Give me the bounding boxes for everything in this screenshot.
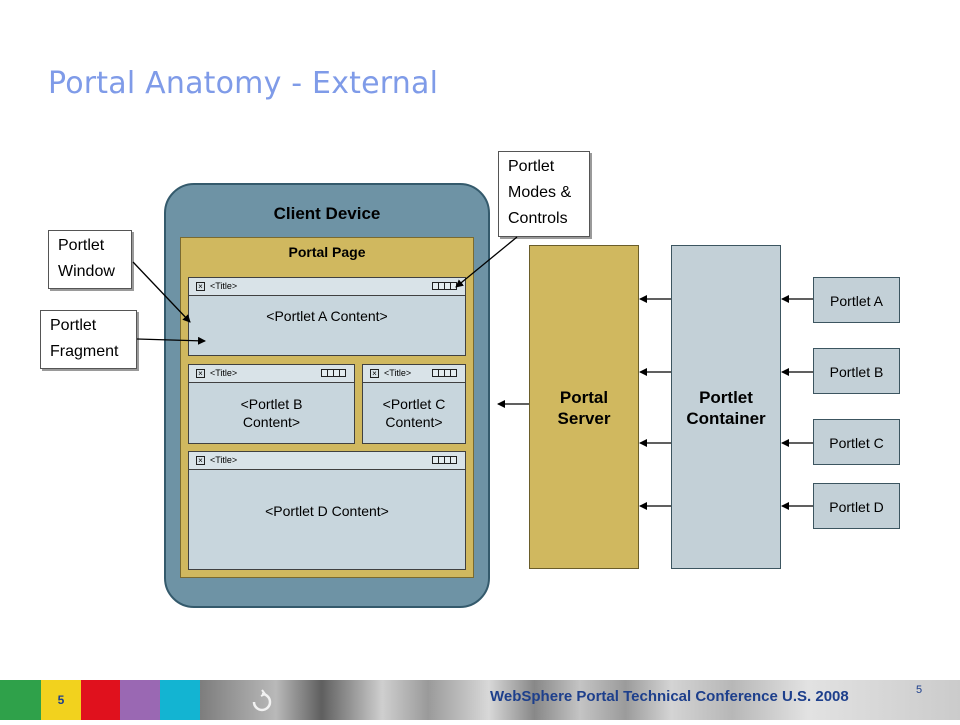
callout-fragment-line-2: Fragment	[50, 343, 119, 360]
portal-server-line-2: Server	[557, 409, 611, 428]
portlet-b-box: Portlet B	[813, 348, 900, 394]
portlet-container-line-2: Container	[686, 409, 766, 428]
window-controls-icon	[432, 456, 457, 464]
window-controls-icon	[432, 369, 457, 377]
window-title: <Title>	[210, 455, 238, 465]
footer-purple-block	[120, 680, 160, 720]
callout-window-line-1: Portlet	[58, 237, 105, 254]
portlet-b-titlebar: × <Title>	[189, 365, 354, 383]
portlet-c-content-line-2: Content>	[385, 414, 443, 430]
callout-modes-line-2: Modes &	[508, 184, 572, 201]
portlet-c-content-line-1: <Portlet C	[382, 396, 446, 412]
footer-red-block	[81, 680, 120, 720]
portlet-container-line-1: Portlet	[699, 388, 753, 407]
portlet-container-box: Portlet Container	[671, 245, 781, 569]
window-controls-icon	[321, 369, 346, 377]
callout-modes-line-3: Controls	[508, 210, 568, 227]
slide-title: Portal Anatomy - External	[48, 66, 439, 101]
footer-photo-strip	[200, 680, 960, 720]
portlet-d-window: × <Title> <Portlet D Content>	[188, 451, 466, 570]
portlet-d-titlebar: × <Title>	[189, 452, 465, 470]
portlet-c-titlebar: × <Title>	[363, 365, 465, 383]
footer-band	[0, 680, 960, 720]
portlet-c-box: Portlet C	[813, 419, 900, 465]
portlet-b-content-line-1: <Portlet B	[240, 396, 303, 412]
portlet-a-box: Portlet A	[813, 277, 900, 323]
portal-page-label: Portal Page	[288, 244, 366, 260]
portal-server-label: Portal Server	[530, 387, 638, 429]
portlet-c-content: <Portlet C Content>	[363, 395, 465, 431]
footer-green-block	[0, 680, 41, 720]
callout-fragment-line-1: Portlet	[50, 317, 97, 334]
callout-portlet-window: Portlet Window	[48, 230, 132, 289]
client-device-label: Client Device	[273, 204, 381, 223]
window-title: <Title>	[210, 281, 238, 291]
callout-window-line-2: Window	[58, 263, 115, 280]
callout-modes-line-1: Portlet	[508, 158, 555, 175]
portlet-a-window: × <Title> <Portlet A Content>	[188, 277, 466, 356]
portlet-b-content: <Portlet B Content>	[189, 395, 354, 431]
footer-yellow-block	[41, 680, 81, 720]
footer-swirl-icon	[248, 680, 276, 720]
close-icon: ×	[196, 369, 205, 378]
close-icon: ×	[196, 282, 205, 291]
callout-portlet-fragment: Portlet Fragment	[40, 310, 137, 369]
portal-server-line-1: Portal	[559, 388, 609, 407]
window-title: <Title>	[384, 368, 412, 378]
page-number: 5	[916, 684, 923, 696]
callout-portlet-modes: Portlet Modes & Controls	[498, 151, 590, 237]
footer-conference-text: WebSphere Portal Technical Conference U.…	[490, 688, 849, 705]
close-icon: ×	[196, 456, 205, 465]
portlet-a-titlebar: × <Title>	[189, 278, 465, 296]
footer-page-number-box: 5	[57, 693, 65, 707]
portlet-c-window: × <Title> <Portlet C Content>	[362, 364, 466, 444]
close-icon: ×	[370, 369, 379, 378]
footer-cyan-block	[160, 680, 200, 720]
window-title: <Title>	[210, 368, 238, 378]
portlet-d-box: Portlet D	[813, 483, 900, 529]
portal-server-box: Portal Server	[529, 245, 639, 569]
portlet-b-content-line-2: Content>	[242, 414, 301, 430]
window-controls-icon	[432, 282, 457, 290]
portlet-container-label: Portlet Container	[672, 387, 780, 429]
portlet-d-content: <Portlet D Content>	[265, 503, 389, 519]
portlet-b-window: × <Title> <Portlet B Content>	[188, 364, 355, 444]
portlet-a-content: <Portlet A Content>	[266, 308, 388, 324]
